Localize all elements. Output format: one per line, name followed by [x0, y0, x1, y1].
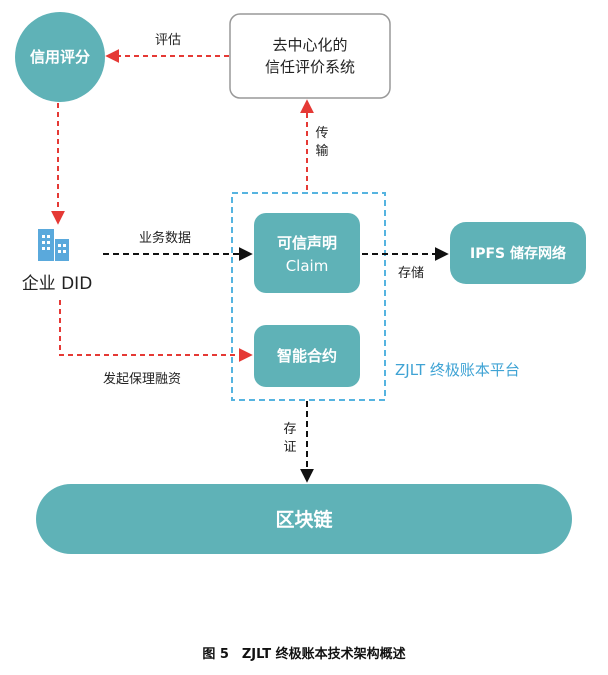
- ipfs-node: [450, 222, 586, 284]
- blockchain-node: [36, 484, 572, 554]
- enterprise-did-label: 企业 DID: [22, 274, 93, 294]
- credit-score-label: 信用评分: [30, 48, 90, 66]
- platform-label: ZJLT 终极账本平台: [395, 361, 520, 379]
- building-icon: [38, 229, 69, 261]
- trust-system-node: [229, 13, 391, 99]
- edge-business-data-label: 业务数据: [139, 230, 191, 246]
- trust-system-label-line2: 信任评价系统: [265, 58, 355, 76]
- trust-system-label-line1: 去中心化的: [272, 36, 347, 54]
- smart-contract-node: [254, 325, 360, 387]
- edge-transmit-label-2: 输: [315, 143, 328, 159]
- smart-contract-label: 智能合约: [277, 347, 337, 365]
- trusted-claim-node: [254, 213, 360, 293]
- edge-evaluate-label: 评估: [155, 33, 181, 48]
- edge-evidence-label-1: 存: [283, 422, 296, 437]
- edge-transmit-label-1: 传: [315, 126, 328, 141]
- ipfs-label: IPFS 储存网络: [470, 245, 566, 262]
- figure-caption: 图 5 ZJLT 终极账本技术架构概述: [202, 647, 406, 662]
- blockchain-label: 区块链: [275, 508, 332, 531]
- trusted-claim-label-line2: Claim: [286, 257, 329, 275]
- edge-storage-label: 存储: [398, 266, 424, 281]
- edge-initiate-factoring-label: 发起保理融资: [103, 371, 181, 387]
- trusted-claim-label-line1: 可信声明: [277, 234, 337, 252]
- edge-evidence-label-2: 证: [283, 440, 296, 455]
- credit-score-node: [15, 12, 105, 102]
- edge-initiate-factoring: [59, 300, 253, 362]
